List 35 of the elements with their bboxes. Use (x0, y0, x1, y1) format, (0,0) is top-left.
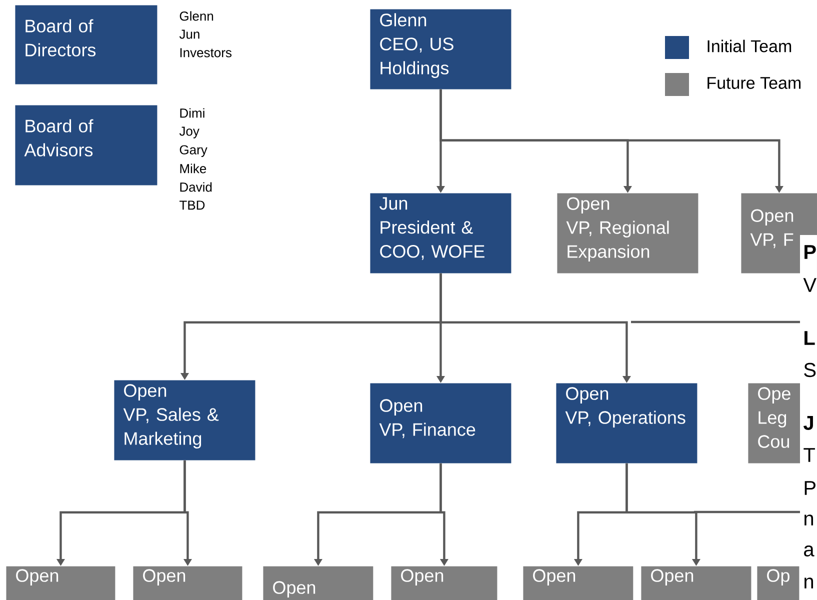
position-box: Open VP, Regional Expansion (557, 193, 698, 274)
member-name: TBD (180, 200, 205, 210)
label: a (804, 546, 814, 556)
position-box: Jun President & COO, WOFE (370, 193, 512, 274)
position-box: Board of Directors (15, 5, 158, 84)
member-name: Investors (180, 48, 232, 58)
text-panel: P V L S J T P n a n (800, 235, 817, 600)
member-name: Gary (180, 145, 208, 157)
position-box: Open (391, 566, 498, 600)
label: P (804, 481, 816, 495)
legend-label: Future Team (708, 77, 800, 89)
member-name: Jun (179, 30, 200, 39)
position-box: Glenn CEO, US Holdings (370, 9, 512, 90)
position-box: Open VP, Sales & Marketing (114, 380, 256, 460)
label: n (804, 514, 814, 526)
position-box: Board of Advisors (15, 105, 158, 186)
legend-label: Initial Team (708, 40, 792, 52)
position-box: Open (6, 566, 116, 600)
member-name: Joy (179, 126, 200, 138)
position-box: Open VP, Finance (370, 383, 512, 464)
label: P (804, 245, 816, 259)
label: L (804, 331, 815, 345)
member-name: David (180, 182, 212, 192)
position-box: Open (523, 566, 634, 600)
position-box: Open VP, Operations (556, 383, 698, 464)
member-name: Mike (180, 164, 206, 174)
position-box: Ope Leg Cou (748, 383, 800, 464)
position-box: Open (263, 566, 374, 600)
member-name: Glenn (180, 11, 214, 21)
label: n (804, 578, 814, 588)
label: S (804, 362, 816, 378)
position-box: Op (757, 566, 800, 600)
position-box: Open (133, 566, 242, 600)
position-box: Open (641, 566, 752, 600)
member-name: Dimi (180, 108, 204, 118)
